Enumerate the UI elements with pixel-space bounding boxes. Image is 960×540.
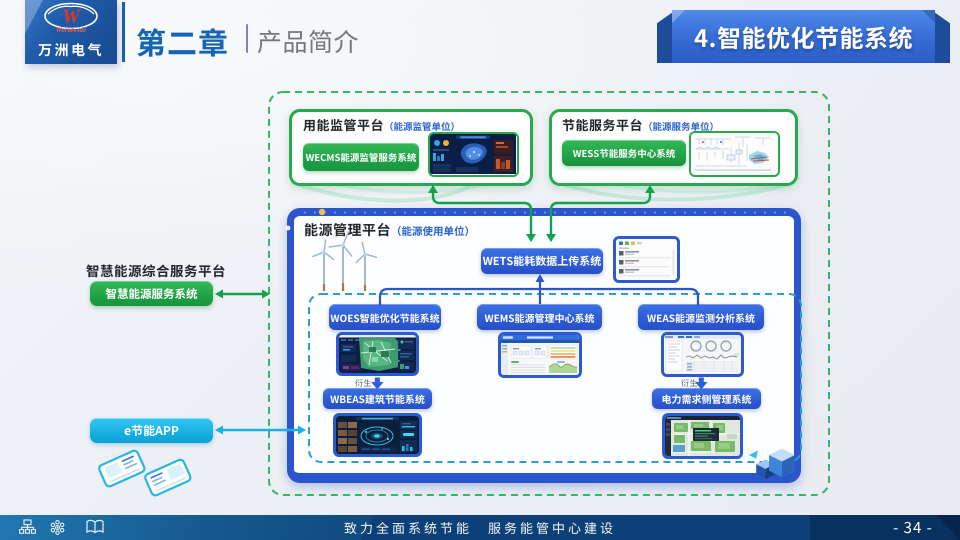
svg-text:Worldwide: Worldwide (56, 26, 87, 34)
smart-energy-service-button[interactable]: 智慧能源服务系统 (90, 281, 213, 306)
supervision-title-text: 用能监管平台 (303, 115, 385, 134)
footer-bar (0, 515, 960, 540)
footer-left-segment (0, 515, 374, 540)
service-double-arrow (215, 289, 270, 299)
phones-illustration (98, 449, 192, 497)
svg-text:W: W (62, 6, 81, 28)
wems-screenshot (498, 332, 582, 378)
gear-icon[interactable] (49, 519, 66, 536)
woes-system-button[interactable]: WOES智能优化节能系统 (329, 304, 441, 330)
power-dsm-screenshot-content (665, 416, 740, 456)
company-logo: W Worldwide 万洲电气 (25, 0, 117, 64)
section-divider-bar (245, 24, 249, 53)
woes-screenshot-content (339, 335, 416, 373)
woes-screenshot (336, 332, 419, 376)
banner-left-fold (657, 12, 673, 63)
management-unit-text: （能源使用单位） (391, 224, 475, 239)
wets-system-button[interactable]: WETS能耗数据上传系统 (481, 248, 603, 274)
left-platform-title: 智慧能源综合服务平台 (86, 260, 226, 280)
wbeas-system-button[interactable]: WBEAS建筑节能系统 (323, 388, 432, 409)
wess-system-button[interactable]: WESS节能服务中心系统 (562, 140, 686, 166)
chapter-title: 第二章 (136, 19, 229, 63)
wets-screenshot (613, 236, 680, 283)
energy-saving-app-button[interactable]: e节能APP (90, 418, 213, 443)
power-dsm-button[interactable]: 电力需求侧管理系统 (652, 388, 761, 409)
header-divider (122, 2, 125, 62)
wbeas-screenshot-content (336, 416, 419, 454)
weas-screenshot-content (664, 335, 741, 374)
page-number: - 34 - (893, 517, 933, 538)
management-platform-title: 能源管理平台（能源使用单位） (304, 220, 475, 240)
wess-screenshot-content (691, 133, 777, 174)
banner-title: 4.智能优化节能系统 (694, 19, 913, 54)
management-title-text: 能源管理平台 (304, 220, 391, 240)
power-dsm-screenshot (662, 413, 743, 459)
wems-screenshot-content (501, 335, 579, 375)
wecms-system-button[interactable]: WECMS能源监管服务系统 (303, 143, 419, 171)
wets-screenshot-content (616, 239, 676, 279)
banner-face: 4.智能优化节能系统 (672, 10, 935, 63)
sitemap-icon[interactable] (19, 519, 36, 536)
banner-right-fold (934, 12, 950, 63)
logo-company-name: 万洲电气 (38, 40, 104, 60)
wbeas-screenshot (333, 413, 422, 457)
logo-emblem-icon: W Worldwide (44, 2, 98, 34)
wecms-screenshot (428, 132, 519, 177)
book-icon[interactable] (86, 519, 104, 535)
supervision-unit-text: （能源监管单位） (384, 119, 461, 133)
topic-banner: 4.智能优化节能系统 (657, 10, 950, 63)
wecms-screenshot-content (430, 134, 516, 174)
weas-system-button[interactable]: WEAS能源监测分析系统 (638, 304, 764, 330)
wess-screenshot (689, 131, 780, 177)
service-title-text: 节能服务平台 (562, 115, 644, 134)
wems-system-button[interactable]: WEMS能源管理中心系统 (477, 304, 602, 330)
weas-screenshot (661, 332, 744, 377)
footer-slogan: 致力全面系统节能 服务能管中心建设 (343, 518, 616, 537)
section-title: 产品简介 (257, 23, 360, 59)
logo-shine (25, 0, 117, 64)
footer-right-segment (810, 515, 960, 540)
